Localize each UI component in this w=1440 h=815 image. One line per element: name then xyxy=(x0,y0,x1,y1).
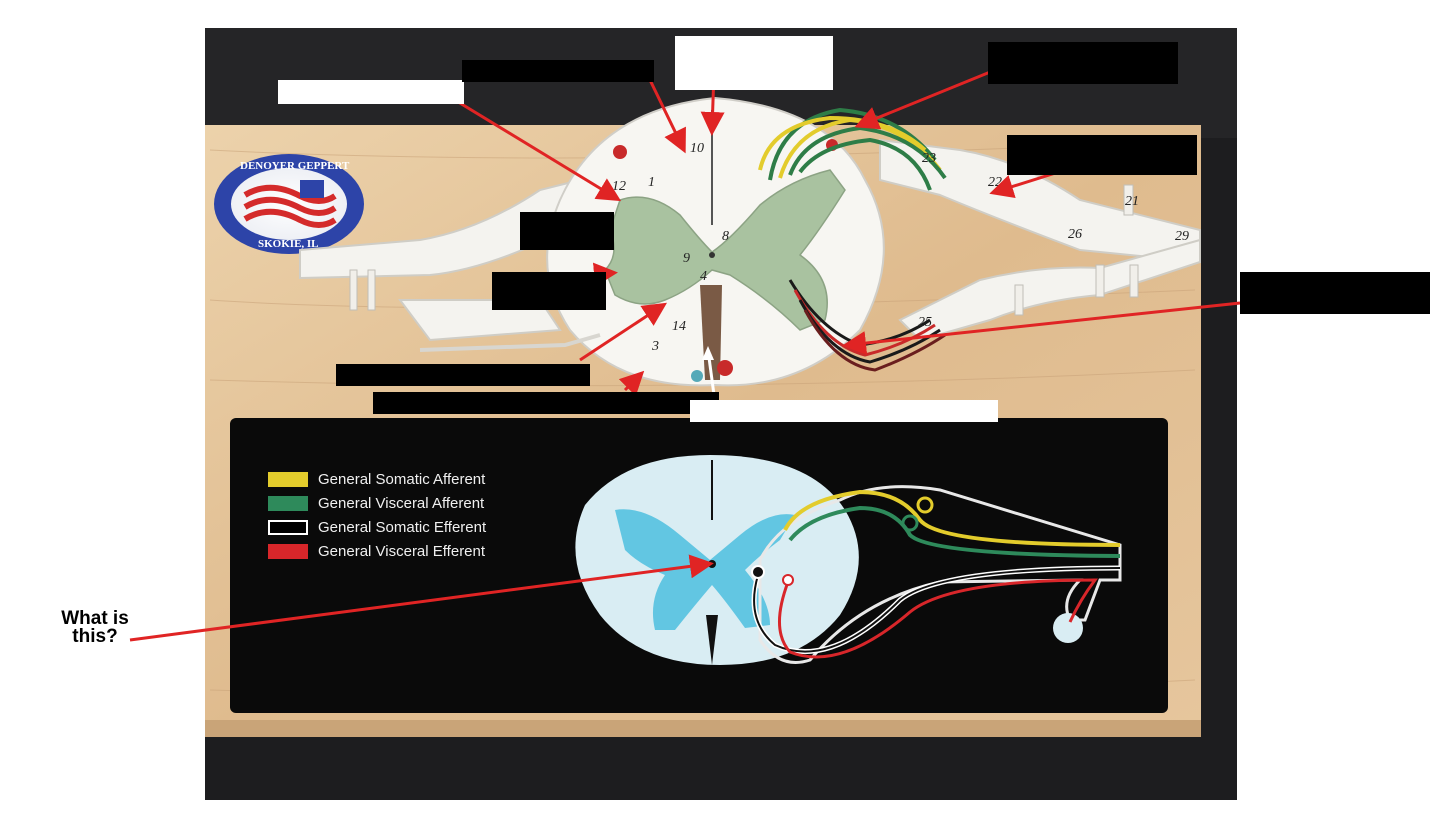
label-mask-black-top xyxy=(462,60,654,82)
legend-item: General Somatic Afferent xyxy=(268,471,485,488)
brand-seal xyxy=(214,154,364,254)
seal-top-text: DENOYER GEPPERT xyxy=(240,160,350,172)
legend-swatch-green xyxy=(268,496,308,511)
label-mask-white-top-center xyxy=(675,36,833,90)
model-number: 9 xyxy=(683,251,690,266)
model-number: 25 xyxy=(918,315,932,330)
label-mask-white-bottom-right xyxy=(690,400,998,422)
label-mask-white-top-left xyxy=(278,80,464,104)
model-number: 21 xyxy=(1125,194,1139,209)
annotation-arrows xyxy=(129,66,1241,642)
dorsal-root-wires xyxy=(758,107,947,191)
model-number: 22 xyxy=(988,175,1002,190)
label-mask-black-top-right xyxy=(988,42,1178,84)
legend-label: General Somatic Afferent xyxy=(318,471,486,488)
model-number: 8 xyxy=(722,229,729,244)
label-mask-black-bottom-center xyxy=(373,392,719,414)
model-number: 14 xyxy=(672,319,686,334)
label-mask-black-left-lower xyxy=(492,272,606,310)
model-number: 1 xyxy=(648,175,655,190)
legend-item: General Somatic Efferent xyxy=(268,519,486,536)
model-number: 29 xyxy=(1175,229,1189,244)
label-mask-black-left-upper xyxy=(520,212,614,250)
model-number: 4 xyxy=(700,269,707,284)
label-mask-black-bottom-left xyxy=(336,364,590,386)
legend-swatch-black xyxy=(268,520,308,535)
seal-bottom-text: SKOKIE, IL xyxy=(258,238,319,250)
label-mask-black-far-right xyxy=(1240,272,1430,314)
model-number: 3 xyxy=(651,339,659,354)
legend-item: General Visceral Efferent xyxy=(268,543,485,560)
legend-item: General Visceral Afferent xyxy=(268,495,484,512)
legend-swatch-red xyxy=(268,544,308,559)
legend-swatch-yellow xyxy=(268,472,308,487)
legend-label: General Visceral Afferent xyxy=(318,495,485,512)
model-number: 12 xyxy=(612,179,626,194)
spinal-nerve-model xyxy=(299,138,1201,342)
label-mask-black-right xyxy=(1007,135,1197,175)
model-number: 23 xyxy=(922,151,936,166)
model-number: 10 xyxy=(690,141,704,156)
callout-what-is-this: What is this? xyxy=(61,608,129,647)
legend-label: General Somatic Efferent xyxy=(318,519,487,536)
model-number: 26 xyxy=(1068,227,1082,242)
legend-label: General Visceral Efferent xyxy=(318,543,486,560)
